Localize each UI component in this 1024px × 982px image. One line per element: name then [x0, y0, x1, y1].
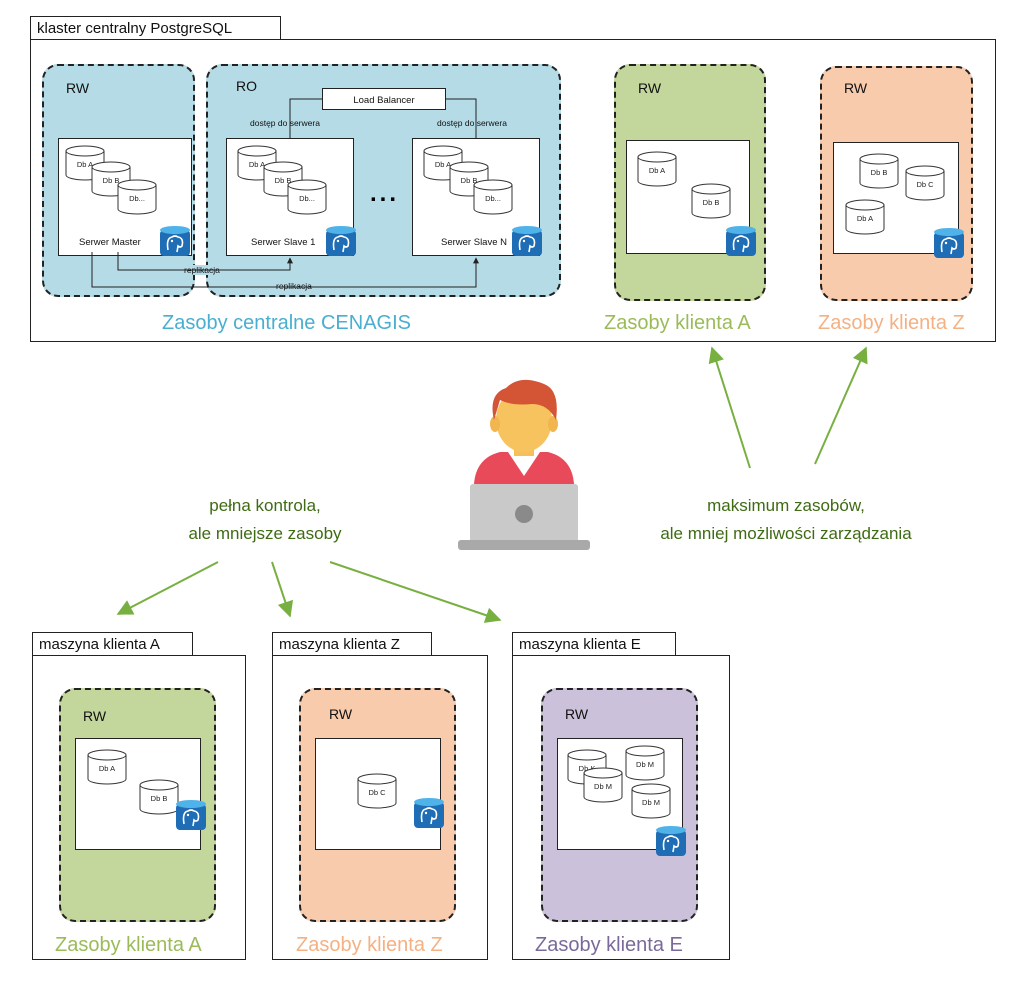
cluster-client-a-caption: Zasoby klienta A	[604, 312, 751, 334]
database-label: Db A	[77, 160, 93, 169]
database-cylinder-icon: Db C	[905, 165, 945, 201]
database-label: Db M	[594, 782, 612, 791]
arrow-icon	[329, 561, 502, 623]
postgresql-icon	[726, 226, 756, 256]
database-cylinder-icon: Db B	[691, 183, 731, 219]
database-cylinder-icon: Db...	[287, 179, 327, 215]
access-label-right: dostęp do serwera	[437, 118, 507, 128]
cluster-client-z-rw: RW	[844, 80, 868, 96]
arrow-icon	[271, 561, 294, 618]
machine-e-rw: RW	[565, 706, 589, 722]
machine-z-rw: RW	[329, 706, 353, 722]
postgresql-icon	[160, 226, 190, 256]
machine-z-title: maszyna klienta Z	[279, 636, 400, 653]
database-cylinder-icon: Db...	[117, 179, 157, 215]
database-cylinder-icon: Db C	[357, 773, 397, 809]
replication-label-2: replikacja	[276, 281, 312, 291]
server-master-label: Serwer Master	[79, 237, 141, 248]
cluster-client-z-caption: Zasoby klienta Z	[818, 312, 965, 334]
postgresql-icon	[934, 228, 964, 258]
postgresql-icon	[326, 226, 356, 256]
database-cylinder-icon: Db A	[87, 749, 127, 785]
cluster-title: klaster centralny PostgreSQL	[37, 20, 233, 37]
database-label: Db C	[368, 788, 386, 797]
database-label: Db B	[461, 176, 478, 185]
database-label: Db B	[871, 168, 888, 177]
database-label: Db M	[642, 798, 660, 807]
database-cylinder-icon: Db M	[625, 745, 665, 781]
database-label: Db M	[636, 760, 654, 769]
database-label: Db A	[649, 166, 665, 175]
machine-e-caption: Zasoby klienta E	[535, 934, 683, 956]
database-cylinder-icon: Db M	[583, 767, 623, 803]
database-label: Db B	[103, 176, 120, 185]
postgresql-icon	[512, 226, 542, 256]
database-label: Db B	[703, 198, 720, 207]
database-label: Db B	[275, 176, 292, 185]
user-laptop-icon	[458, 379, 590, 550]
load-balancer-box: Load Balancer	[322, 88, 446, 110]
database-cylinder-icon: Db M	[631, 783, 671, 819]
note-left-line1: pełna kontrola,	[209, 496, 321, 515]
machine-z-caption: Zasoby klienta Z	[296, 934, 443, 956]
database-cylinder-icon: Db B	[139, 779, 179, 815]
machine-a-tab: maszyna klienta A	[32, 632, 193, 656]
server-slaveN-label: Serwer Slave N	[441, 237, 507, 248]
database-label: Db A	[249, 160, 265, 169]
note-left: pełna kontrola, ale mniejsze zasoby	[160, 492, 370, 548]
machine-a-rw: RW	[83, 708, 107, 724]
database-cylinder-icon: Db B	[859, 153, 899, 189]
machine-e-tab: maszyna klienta E	[512, 632, 676, 656]
database-label: Db B	[151, 794, 168, 803]
database-label: Db C	[916, 180, 934, 189]
database-label: Db...	[299, 194, 315, 203]
database-label: Db A	[99, 764, 115, 773]
central-caption: Zasoby centralne CENAGIS	[162, 312, 411, 334]
postgresql-icon	[414, 798, 444, 828]
arrow-icon	[116, 561, 219, 615]
central-ro-label: RO	[236, 78, 257, 94]
arrow-icon	[814, 346, 868, 465]
cluster-client-a-rw: RW	[638, 80, 662, 96]
note-left-line2: ale mniejsze zasoby	[188, 524, 342, 543]
database-label: Db...	[129, 194, 145, 203]
note-right-line2: ale mniej możliwości zarządzania	[660, 524, 912, 543]
machine-a-caption: Zasoby klienta A	[55, 934, 202, 956]
access-label-left: dostęp do serwera	[250, 118, 320, 128]
machine-e-title: maszyna klienta E	[519, 636, 641, 653]
database-label: Db A	[857, 214, 873, 223]
database-cylinder-icon: Db A	[845, 199, 885, 235]
server-slave1-label: Serwer Slave 1	[251, 237, 316, 248]
note-right-line1: maksimum zasobów,	[707, 496, 865, 515]
database-label: Db K	[579, 764, 596, 773]
database-cylinder-icon: Db...	[473, 179, 513, 215]
note-right: maksimum zasobów, ale mniej możliwości z…	[626, 492, 946, 548]
machine-a-title: maszyna klienta A	[39, 636, 160, 653]
replication-lines	[91, 252, 479, 288]
database-cylinder-icon: Db A	[637, 151, 677, 187]
ellipsis: ...	[370, 180, 400, 207]
postgresql-icon	[656, 826, 686, 856]
arrow-icon	[708, 346, 751, 469]
machine-z-tab: maszyna klienta Z	[272, 632, 432, 656]
green-arrows	[116, 346, 868, 623]
database-label: Db...	[485, 194, 501, 203]
central-rw-label: RW	[66, 80, 90, 96]
database-label: Db A	[435, 160, 451, 169]
load-balancer-connectors	[289, 98, 477, 138]
cluster-title-tab: klaster centralny PostgreSQL	[30, 16, 281, 40]
postgresql-icon	[176, 800, 206, 830]
load-balancer-label: Load Balancer	[353, 95, 415, 106]
